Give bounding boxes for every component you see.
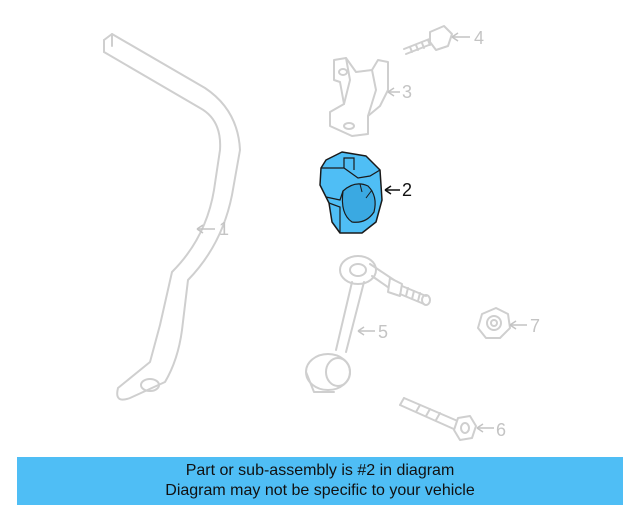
stabilizer-link[interactable] (305, 255, 431, 393)
bolt[interactable] (403, 25, 453, 55)
callout-number-6: 6 (496, 420, 506, 440)
long-bolt[interactable] (399, 397, 477, 441)
callout-number-3: 3 (402, 82, 412, 102)
parts-diagram: 1 2 3 4 (103, 25, 540, 441)
info-banner: Part or sub-assembly is #2 in diagram Di… (17, 457, 623, 505)
callout-number-2: 2 (402, 180, 412, 200)
stabilizer-bar[interactable] (103, 33, 241, 401)
bracket[interactable] (329, 57, 389, 137)
callout-number-4: 4 (474, 28, 484, 48)
callout-number-5: 5 (378, 322, 388, 342)
nut[interactable] (477, 307, 511, 339)
banner-line-part: Part or sub-assembly is #2 in diagram (185, 462, 455, 479)
banner-line-disclaimer: Diagram may not be specific to your vehi… (165, 482, 475, 499)
callout-number-1: 1 (219, 219, 229, 239)
bushing[interactable] (319, 151, 383, 234)
callout-number-7: 7 (530, 316, 540, 336)
